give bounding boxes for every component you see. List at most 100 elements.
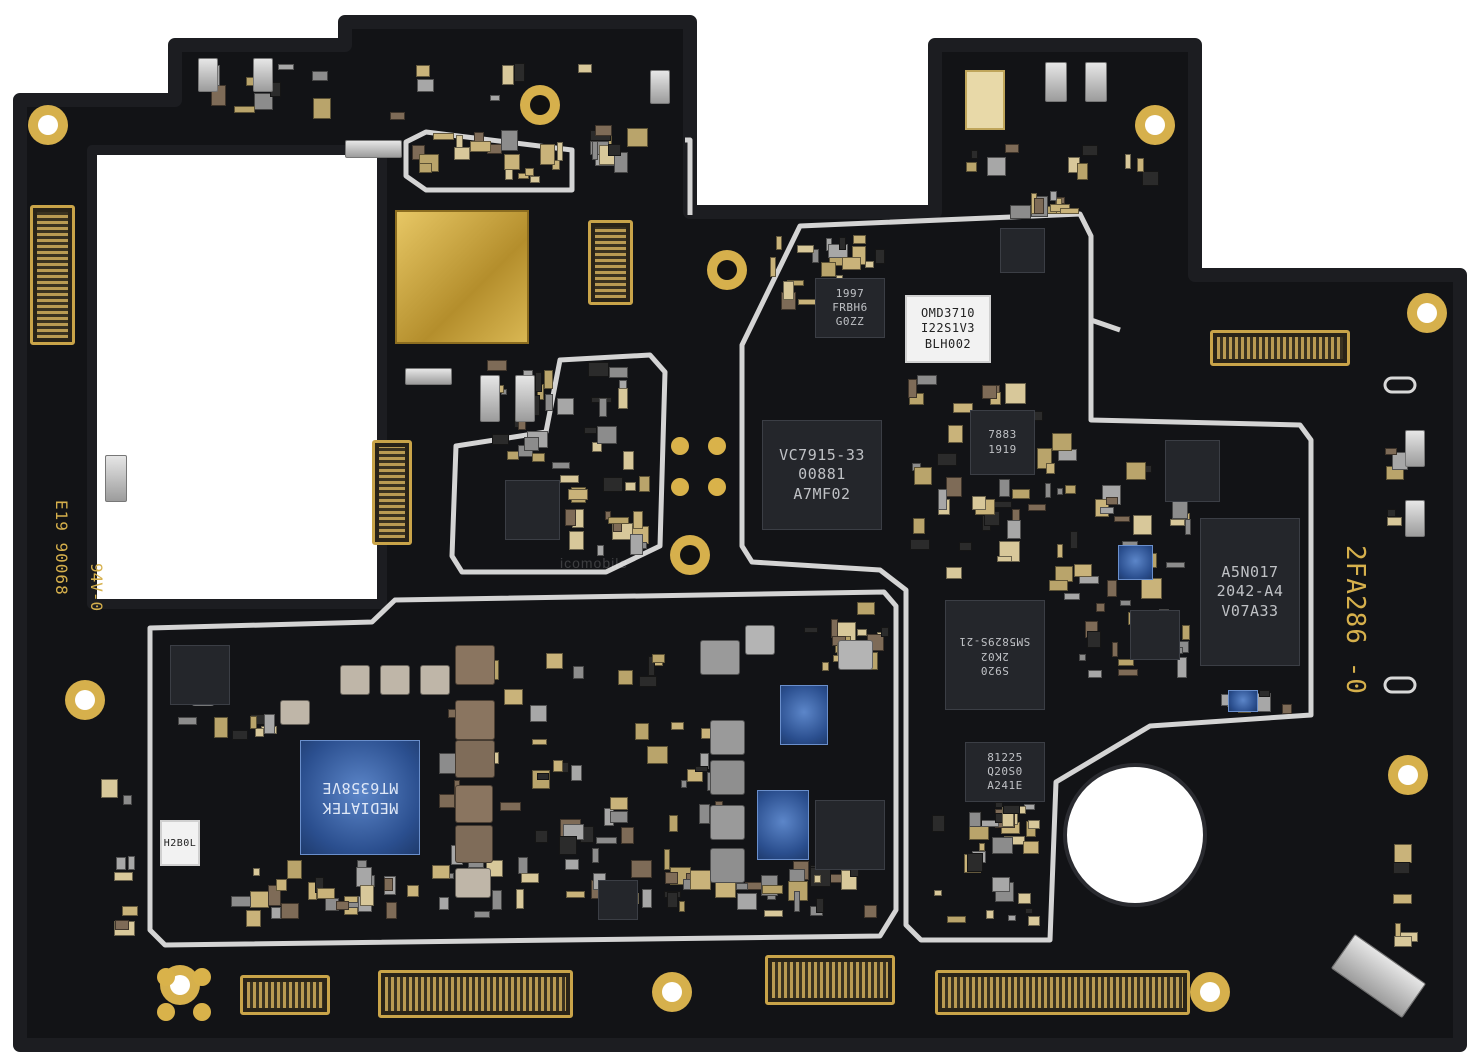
smd-component xyxy=(214,716,229,738)
smd-component xyxy=(998,479,1010,498)
smd-component xyxy=(608,366,628,378)
hole xyxy=(520,85,560,125)
smd-component xyxy=(864,260,874,268)
smd-component xyxy=(763,909,783,917)
window-cutout xyxy=(87,145,387,609)
smd-component xyxy=(281,902,300,919)
smd-component xyxy=(690,869,711,890)
smd-component xyxy=(627,128,649,148)
smd-component xyxy=(516,888,525,909)
smd-component xyxy=(123,795,133,806)
smd-component xyxy=(986,157,1006,176)
smd-component xyxy=(687,769,704,783)
hole xyxy=(670,535,710,575)
smd-component xyxy=(1050,190,1058,201)
chip-line: 2042-A4 xyxy=(1216,582,1284,601)
smd-component xyxy=(678,901,685,913)
smd-component xyxy=(1393,936,1412,948)
smd-component xyxy=(311,70,328,81)
smd-component xyxy=(1027,820,1040,830)
smd-component xyxy=(857,602,876,616)
smd-component xyxy=(313,98,332,120)
smd-component xyxy=(1181,624,1190,640)
smd-component xyxy=(1394,923,1401,938)
smd-component xyxy=(609,796,628,810)
smd-component xyxy=(874,249,885,265)
chip-line: A5N017 xyxy=(1221,562,1279,581)
smd-component xyxy=(933,890,942,897)
smd-component xyxy=(565,890,585,898)
smd-component xyxy=(783,280,795,300)
ic-chip xyxy=(815,800,885,870)
spring-contact xyxy=(1085,62,1107,102)
smd-component xyxy=(1002,804,1020,814)
smd-component xyxy=(735,883,748,891)
vc7915-chip: VC7915-33 00881 A7MF02 xyxy=(762,420,882,530)
test-point xyxy=(157,1003,175,1021)
smd-component xyxy=(668,815,678,833)
smd-component xyxy=(1126,461,1147,480)
smd-component xyxy=(1077,163,1089,181)
inductor xyxy=(420,665,450,695)
watermark-text: icomobile xyxy=(560,555,629,571)
slot xyxy=(1383,376,1417,394)
smd-component xyxy=(1044,482,1051,498)
hole xyxy=(1190,972,1230,1012)
samsung-chip: S920 2K02 SM5829S-21 xyxy=(945,600,1045,710)
smd-component xyxy=(1022,841,1039,855)
smd-component xyxy=(695,765,709,772)
smd-component xyxy=(968,812,981,828)
smd-component xyxy=(115,856,126,870)
smd-component xyxy=(1069,531,1078,550)
board-connector xyxy=(765,955,895,1005)
smd-component xyxy=(1012,488,1031,499)
board-connector xyxy=(588,220,633,305)
smd-component xyxy=(793,891,800,913)
ic-chip xyxy=(170,645,230,705)
smd-component xyxy=(552,760,563,773)
smd-component xyxy=(1106,497,1119,506)
smd-component xyxy=(1056,488,1063,496)
smd-component xyxy=(1086,631,1101,649)
smd-component xyxy=(233,105,255,113)
smd-component xyxy=(114,872,133,882)
smd-component xyxy=(276,879,288,892)
smd-component xyxy=(360,885,375,907)
smd-component xyxy=(546,653,564,670)
smd-component xyxy=(958,541,972,551)
board-connector xyxy=(378,970,573,1018)
smd-component xyxy=(564,858,579,870)
smd-component xyxy=(856,628,867,636)
smd-component xyxy=(101,778,119,798)
circular-cutout xyxy=(1063,763,1207,907)
hole xyxy=(1388,755,1428,795)
hole xyxy=(28,105,68,145)
smd-component xyxy=(1059,207,1079,214)
smd-component xyxy=(842,256,862,270)
smd-component xyxy=(438,794,455,809)
shield-bottom-left xyxy=(147,589,899,948)
inductor xyxy=(455,825,493,863)
smd-component xyxy=(534,829,548,843)
hole xyxy=(1407,293,1447,333)
smd-component xyxy=(635,722,650,740)
chip-line: 2K02 xyxy=(980,649,1010,663)
smd-component xyxy=(521,873,540,884)
ic-chip xyxy=(1130,610,1180,660)
smd-component xyxy=(1079,654,1087,662)
chip-line: S920 xyxy=(980,663,1010,677)
inductor xyxy=(455,645,495,685)
chip-line: SM5829S-21 xyxy=(959,634,1031,648)
smd-component xyxy=(407,884,420,897)
smd-component xyxy=(1004,143,1019,153)
smd-component xyxy=(1387,517,1403,527)
hole xyxy=(707,250,747,290)
smd-component xyxy=(1393,843,1412,863)
smd-component xyxy=(571,764,583,781)
mediatek-pmic-chip: MEDIATEK MT6358VE xyxy=(300,740,420,855)
smd-component xyxy=(416,64,431,77)
gold-shield-pad xyxy=(395,210,529,344)
smd-component xyxy=(453,146,470,160)
smd-component xyxy=(433,132,455,140)
